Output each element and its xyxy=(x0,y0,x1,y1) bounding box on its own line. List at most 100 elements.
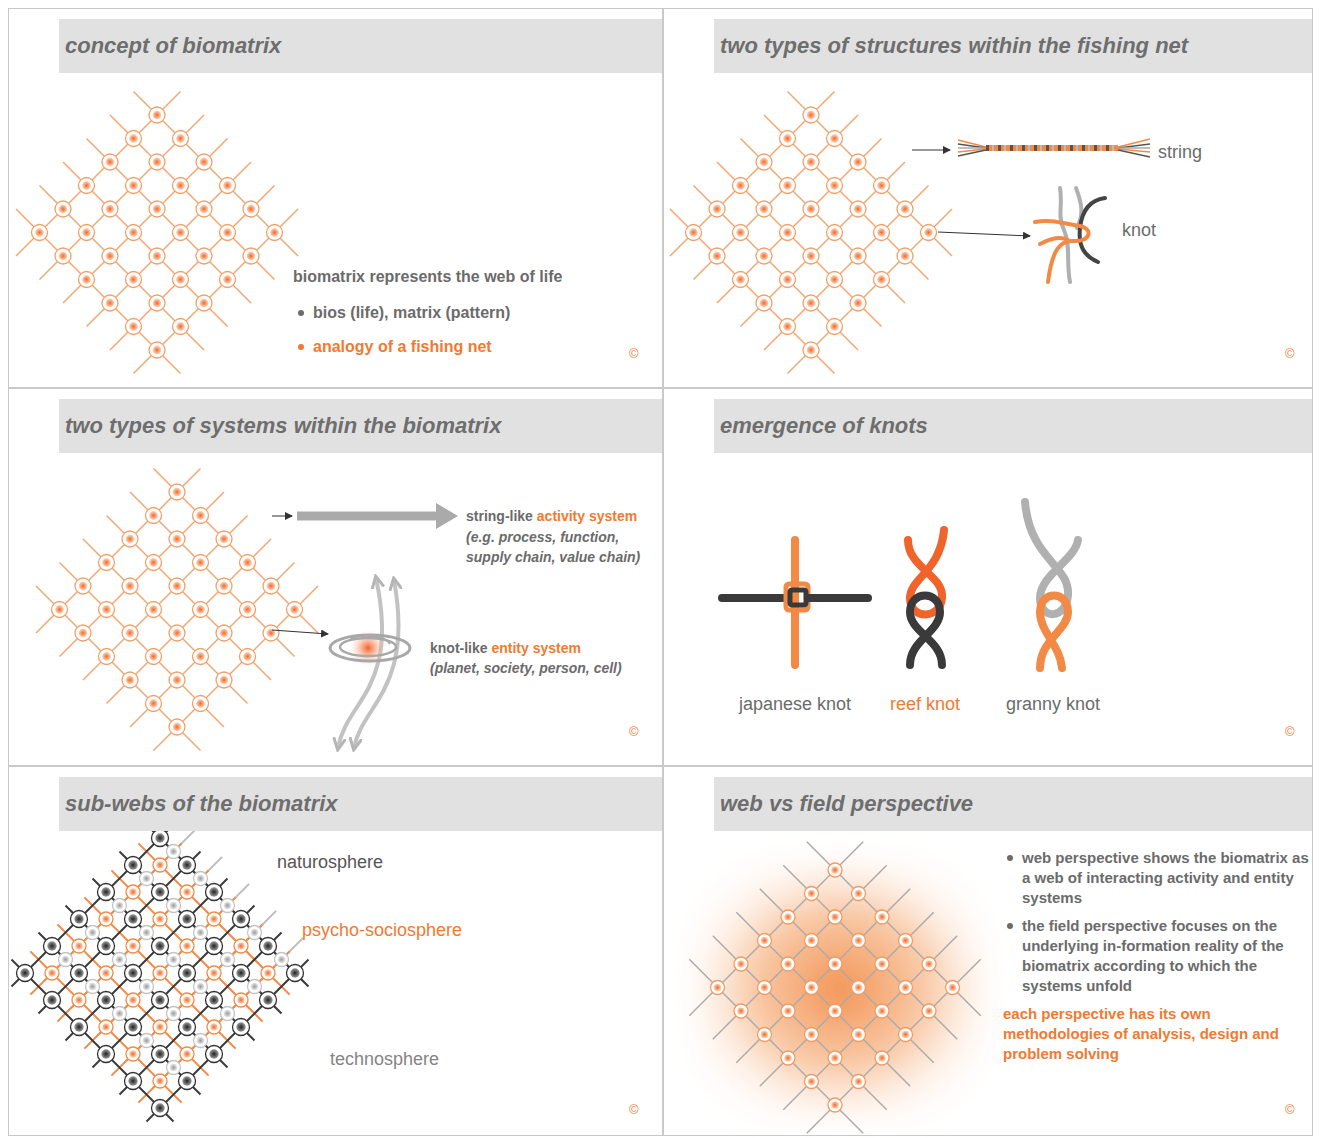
net-knot xyxy=(146,649,162,665)
label-text: string xyxy=(1158,142,1202,162)
techno-knot-core xyxy=(197,875,205,883)
net-knot-core xyxy=(102,558,111,567)
net-string xyxy=(717,139,882,304)
net-knot-core xyxy=(807,158,816,167)
nature-knot xyxy=(206,938,223,955)
socio-knot xyxy=(234,939,248,953)
net-knot xyxy=(75,625,91,641)
label-text: bios (life), matrix (pattern) xyxy=(313,304,510,321)
net-knot-core xyxy=(106,299,115,308)
net-knot xyxy=(196,201,212,217)
net-knot-core xyxy=(149,558,158,567)
pointer-arrow xyxy=(912,150,950,151)
net-knot xyxy=(99,555,115,571)
net-string xyxy=(16,209,181,374)
net-knot-core xyxy=(126,582,135,591)
nature-knot-core xyxy=(182,1076,191,1085)
nature-knot-core xyxy=(47,941,56,950)
net-knot-core xyxy=(173,582,182,591)
net-knot-core xyxy=(200,158,209,167)
field-knot xyxy=(828,957,842,971)
field-knot xyxy=(758,981,772,995)
net-knot-core xyxy=(126,629,135,638)
rope-twist xyxy=(992,145,1118,151)
nature-knot xyxy=(125,1073,142,1090)
techno-knot xyxy=(221,953,235,967)
label-box: naturosphere xyxy=(277,851,383,874)
field-knot xyxy=(734,957,748,971)
heading-band: two types of structures within the fishi… xyxy=(714,19,1312,73)
nature-knot xyxy=(152,830,169,847)
net-knot-core xyxy=(176,275,185,284)
label-box: (planet, society, person, cell) xyxy=(430,659,622,677)
socio-knot xyxy=(180,1047,194,1061)
techno-knot-core xyxy=(224,956,232,964)
net-knot xyxy=(686,225,702,241)
net-knot-core xyxy=(176,228,185,237)
techno-knot xyxy=(221,1007,235,1021)
field-knot xyxy=(758,1028,772,1042)
net-knot xyxy=(169,531,185,547)
reef-knot xyxy=(908,530,944,665)
activity-arrow xyxy=(297,512,438,521)
techno-knot-core xyxy=(116,956,124,964)
techno-knot xyxy=(167,845,181,859)
net-knot-core xyxy=(173,629,182,638)
nature-knot-core xyxy=(155,1049,164,1058)
net-string xyxy=(98,884,249,1035)
net-string xyxy=(154,586,319,751)
net xyxy=(689,842,980,1133)
net-string xyxy=(40,115,205,280)
net-knot xyxy=(850,295,866,311)
label-box: granny knot xyxy=(1006,693,1100,716)
label-text: knot-like xyxy=(430,640,488,656)
fray xyxy=(958,144,986,148)
techno-knot-core xyxy=(251,983,259,991)
net-knot xyxy=(196,154,212,170)
net-knot xyxy=(780,225,796,241)
net-knot xyxy=(220,225,236,241)
field-knot-core xyxy=(949,984,957,992)
net-string xyxy=(694,186,859,351)
field-knot xyxy=(758,934,772,948)
net-string xyxy=(63,162,228,327)
net-string xyxy=(736,912,910,1086)
net-knot-core xyxy=(106,252,115,261)
net-knot-core xyxy=(267,582,276,591)
nature-knot xyxy=(125,965,142,982)
field-knot-core xyxy=(878,913,886,921)
techno-knot xyxy=(113,953,127,967)
net-knot-core xyxy=(807,205,816,214)
knot-group xyxy=(17,830,304,1117)
net-knot xyxy=(169,672,185,688)
net-knot xyxy=(149,295,165,311)
nature-knot xyxy=(152,884,169,901)
net-knot xyxy=(169,578,185,594)
knot-illustration xyxy=(1035,188,1105,282)
label-box: web perspective shows the biomatrix as a… xyxy=(1022,848,1310,908)
net-knot xyxy=(126,319,142,335)
socio-knot xyxy=(261,966,275,980)
label-text: string-like xyxy=(466,508,533,524)
net-string xyxy=(713,865,887,1039)
net-knot xyxy=(243,201,259,217)
socio-knot xyxy=(234,993,248,1007)
net-knot-core xyxy=(102,652,111,661)
field-knot-core xyxy=(855,1031,863,1039)
nature-knot xyxy=(98,938,115,955)
net-knot-core xyxy=(220,676,229,685)
net-string xyxy=(138,843,289,994)
nature-knot xyxy=(260,992,277,1009)
net-knot xyxy=(173,319,189,335)
net-knot-core xyxy=(59,205,68,214)
net-knot xyxy=(196,248,212,264)
net-string xyxy=(12,960,174,1122)
techno-knot xyxy=(194,872,208,886)
net-knot-core xyxy=(854,158,863,167)
net-knot xyxy=(243,248,259,264)
net-knot xyxy=(102,295,118,311)
net-knot xyxy=(850,248,866,264)
pointer-arrow xyxy=(938,232,1030,236)
field-knot-core xyxy=(808,1078,816,1086)
field-knot xyxy=(875,957,889,971)
